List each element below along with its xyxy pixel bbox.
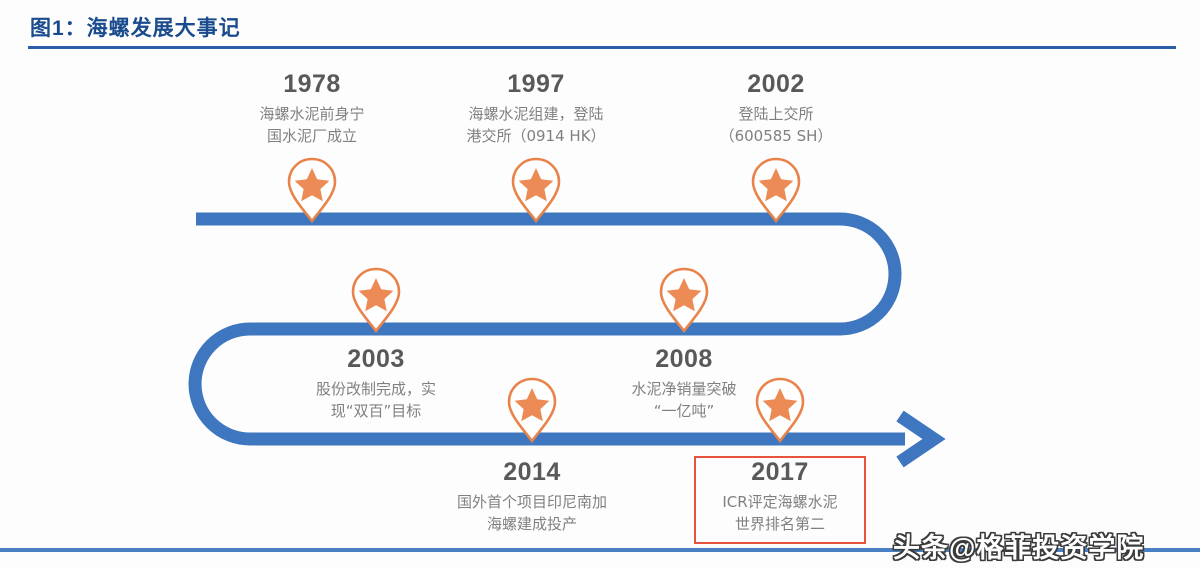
star-map-pin-icon <box>507 377 557 444</box>
event-description: 海螺水泥前身宁 国水泥厂成立 <box>192 104 432 148</box>
event-description-line: 世界排名第二 <box>734 514 825 533</box>
event-2008: 2008 水泥净销量突破 “一亿吨” <box>564 345 804 422</box>
event-description-line: 港交所（0914 HK） <box>466 126 606 145</box>
event-description-line: “一亿吨” <box>653 401 715 420</box>
event-year: 2014 <box>503 458 561 486</box>
event-1997: 1997 海螺水泥组建，登陆 港交所（0914 HK） <box>416 70 656 147</box>
event-2017: 2017 ICR评定海螺水泥 世界排名第二 <box>660 458 900 535</box>
star-map-pin-icon <box>511 157 561 224</box>
pin-1997 <box>508 156 564 224</box>
event-description-line: 国外首个项目印尼南加 <box>456 492 607 511</box>
event-description: 水泥净销量突破 “一亿吨” <box>564 379 804 423</box>
event-year: 2017 <box>751 458 809 486</box>
pin-2014 <box>504 376 560 444</box>
star-map-pin-icon <box>351 267 401 334</box>
star-map-pin-icon <box>751 157 801 224</box>
event-description-line: 现“双百”目标 <box>330 401 422 420</box>
star-map-pin-icon <box>659 267 709 334</box>
event-description: 登陆上交所 （600585 SH） <box>656 104 896 148</box>
event-year: 2008 <box>655 345 713 373</box>
event-description-line: 股份改制完成，实 <box>315 379 436 398</box>
event-year: 2002 <box>747 70 805 98</box>
event-2002: 2002 登陆上交所 （600585 SH） <box>656 70 896 147</box>
star-map-pin-icon <box>287 157 337 224</box>
event-description: 海螺水泥组建，登陆 港交所（0914 HK） <box>416 104 656 148</box>
title-divider <box>28 46 1176 49</box>
event-description: 股份改制完成，实 现“双百”目标 <box>256 379 496 423</box>
star-map-pin-icon <box>755 377 805 444</box>
event-2014: 2014 国外首个项目印尼南加 海螺建成投产 <box>412 458 652 535</box>
pin-1978 <box>284 156 340 224</box>
pin-2008 <box>656 266 712 334</box>
highlight-box-2017 <box>694 456 866 544</box>
event-description: ICR评定海螺水泥 世界排名第二 <box>660 492 900 536</box>
event-description-line: 海螺建成投产 <box>486 514 577 533</box>
event-description: 国外首个项目印尼南加 海螺建成投产 <box>412 492 652 536</box>
event-description-line: 水泥净销量突破 <box>631 379 737 398</box>
event-description-line: 登陆上交所 <box>738 104 814 123</box>
event-description-line: ICR评定海螺水泥 <box>722 492 838 511</box>
event-description-line: 国水泥厂成立 <box>266 126 357 145</box>
event-description-line: （600585 SH） <box>719 126 833 145</box>
event-description-line: 海螺水泥前身宁 <box>259 104 365 123</box>
event-2003: 2003 股份改制完成，实 现“双百”目标 <box>256 345 496 422</box>
arrow-right-icon <box>896 410 946 468</box>
page-title: 图1：海螺发展大事记 <box>30 17 241 40</box>
event-description-line: 海螺水泥组建，登陆 <box>468 104 604 123</box>
watermark: 头条@格菲投资学院 <box>893 533 1145 563</box>
event-year: 2003 <box>347 345 405 373</box>
pin-2003 <box>348 266 404 334</box>
figure-title-bar: 图1：海螺发展大事记 <box>0 0 1200 52</box>
event-1978: 1978 海螺水泥前身宁 国水泥厂成立 <box>192 70 432 147</box>
event-year: 1997 <box>507 70 565 98</box>
event-year: 1978 <box>283 70 341 98</box>
footer-divider <box>0 548 1200 552</box>
pin-2017 <box>752 376 808 444</box>
pin-2002 <box>748 156 804 224</box>
